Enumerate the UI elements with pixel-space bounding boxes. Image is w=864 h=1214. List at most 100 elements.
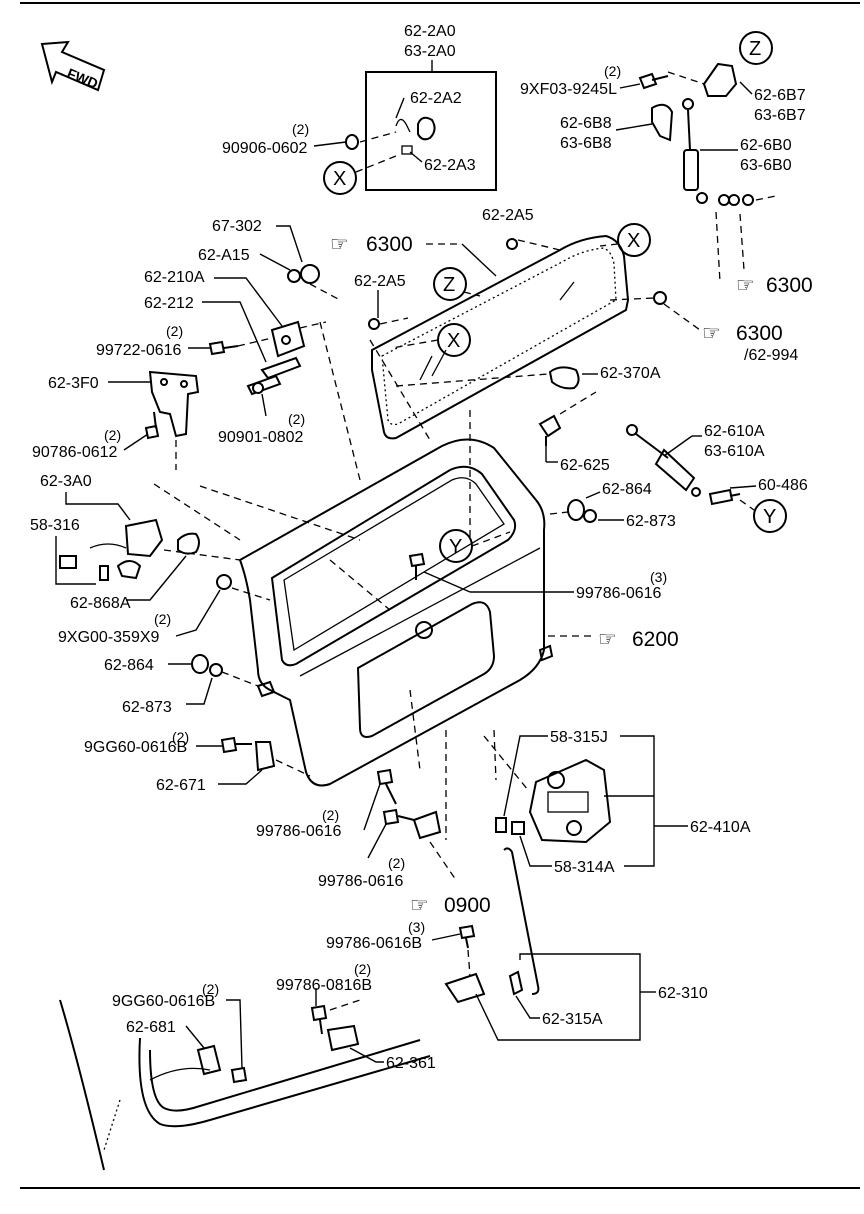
bumper-62-671 [254,741,276,772]
bolt-99722 [208,340,239,356]
qty-9gg60-upper: (2) [172,729,189,745]
label-62-6B8: 62-6B8 [560,115,612,132]
washer-9xg00 [216,574,232,590]
bolt-9gg60-lower [230,1066,248,1084]
label-99786-0816B: 99786-0816B [276,977,372,994]
bolt-99786-lower2 [382,808,415,826]
fwd-arrow-icon: FWD [40,40,106,92]
callout-z-top-text: Z [749,38,761,60]
label-62-610A: 62-610A [704,423,765,440]
qty-99786-lower1: (2) [322,807,339,823]
latch-62-3a0 [59,518,164,581]
gas-strut-62-610a [626,424,701,497]
label-62-864-right: 62-864 [602,481,652,498]
label-62-868A: 62-868A [70,595,131,612]
ref-icon-6300-right: ☞ [736,274,755,297]
strut-fasteners [718,194,754,206]
label-62-2A5-top: 62-2A5 [482,207,534,224]
label-58-315J: 58-315J [550,729,608,746]
body-lower-opening [59,999,431,1171]
label-63-6B0: 63-6B0 [740,157,792,174]
label-60-486: 60-486 [758,477,808,494]
label-99786-0616-lower1: 99786-0616 [256,823,342,840]
qty-9xg00: (2) [154,611,171,627]
label-58-314A: 58-314A [554,859,615,876]
bolt-9xf03 [638,72,669,90]
liftgate-glass [371,234,630,440]
label-62-873-left: 62-873 [122,699,172,716]
callout-x-box-text: X [333,168,346,190]
cap-62-a15 [287,269,301,283]
label-62-864-left: 62-864 [104,657,154,674]
ref-6200: 6200 [632,628,679,651]
hinge-base-62-3f0 [148,370,200,438]
glass-latch-box [365,60,497,191]
rod-62-310 [503,847,540,995]
stopper-62-994 [653,291,667,305]
grommet-62-868a [177,532,200,555]
label-62-873-right: 62-873 [626,513,676,530]
fwd-label: FWD [65,65,101,92]
bolt-60-486 [708,488,741,506]
label-90906-0602: 90906-0602 [222,140,308,157]
bracket-62-6b7 [702,62,738,97]
label-62-A15: 62-A15 [198,247,250,264]
label-63-2A0: 63-2A0 [404,43,456,60]
label-67-302: 67-302 [212,218,262,235]
cushion-62-864-right [567,499,585,521]
ref-6300-right: 6300 [766,274,813,297]
label-62-410A: 62-410A [690,819,751,836]
striker-62-361 [326,1024,360,1052]
qty-9gg60-lower: (2) [202,981,219,997]
callout-x-glass-right [617,223,651,257]
label-62-370A: 62-370A [600,365,661,382]
label-62-361: 62-361 [386,1055,436,1072]
clip-62-315a [508,970,524,996]
callout-y-right [753,499,787,533]
bolt-99786-0616b [458,924,476,949]
ref-icon-0900: ☞ [410,894,429,917]
cushion-62-873-left [209,663,223,677]
label-63-6B7: 63-6B7 [754,107,806,124]
label-9XF03-9245L: 9XF03-9245L [520,81,617,98]
label-9GG60-0616B-upper: 9GG60-0616B [84,739,187,756]
label-62-6B7: 62-6B7 [754,87,806,104]
callout-x-box [323,161,357,195]
label-62-994: /62-994 [744,347,798,364]
callout-y-door-text: Y [449,536,462,558]
label-58-316: 58-316 [30,517,80,534]
label-62-2A2: 62-2A2 [410,90,462,107]
label-62-2A5-mid: 62-2A5 [354,273,406,290]
callout-z-glass-text: Z [443,274,455,296]
qty-90786: (2) [104,427,121,443]
ref-6300-stopper: 6300 [736,322,783,345]
grommet-62-2a5-top [506,238,518,250]
label-62-671: 62-671 [156,777,206,794]
label-62-681: 62-681 [126,1019,176,1036]
handle-lower [444,972,486,1004]
qty-99786-lower2: (2) [388,855,405,871]
callout-z-top [739,31,773,65]
label-62-625: 62-625 [560,457,610,474]
label-9GG60-0616B-lower: 9GG60-0616B [112,993,215,1010]
label-62-6B0: 62-6B0 [740,137,792,154]
callout-x-glass-right-text: X [627,230,640,252]
gas-strut-62-6b0 [682,98,708,204]
callout-z-glass [433,267,467,301]
label-90786-0612: 90786-0612 [32,444,118,461]
label-9XG00-359X9: 9XG00-359X9 [58,629,160,646]
grommet-90901 [252,382,264,394]
qty-90906: (2) [292,121,309,137]
bolt-99786-lower1 [376,768,397,805]
cushion-62-864-left [191,654,209,674]
bolt-99786-y [408,552,426,580]
callout-x-glass-left-text: X [447,330,460,352]
ref-0900: 0900 [444,894,491,917]
qty-99722: (2) [166,323,183,339]
grommet-67-302 [300,264,320,284]
label-63-610A: 63-610A [704,443,765,460]
qty-99786-y: (3) [650,569,667,585]
grommet-62-2a5-mid [368,318,380,330]
qty-99786-0616b: (3) [408,919,425,935]
